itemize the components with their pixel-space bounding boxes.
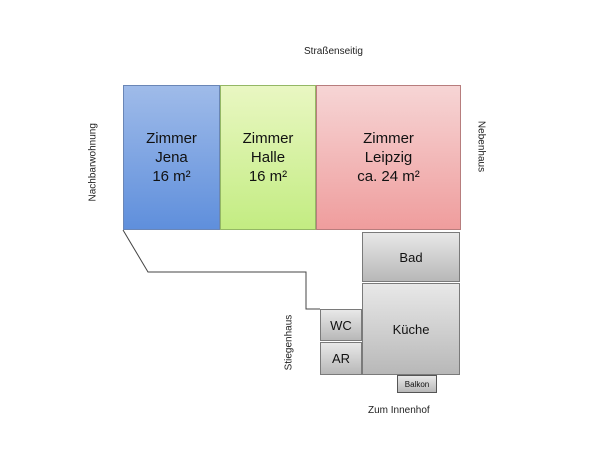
- room-halle: Zimmer Halle 16 m²: [220, 85, 316, 230]
- room-halle-area: 16 m²: [248, 168, 288, 185]
- room-jena: Zimmer Jena 16 m²: [123, 85, 220, 230]
- room-jena-line2: Jena: [155, 149, 188, 166]
- room-kitchen: Küche: [362, 283, 460, 375]
- room-halle-line1: Zimmer: [242, 130, 294, 147]
- neighbor-apartment-label: Nachbarwohnung: [87, 123, 99, 202]
- room-leipzig-line1: Zimmer: [363, 130, 414, 147]
- street-side-label: Straßenseitig: [304, 46, 363, 57]
- room-halle-line2: Halle: [250, 149, 286, 166]
- room-bathroom: Bad: [362, 232, 460, 282]
- staircase-label: Stiegenhaus: [283, 314, 295, 371]
- room-leipzig: Zimmer Leipzig ca. 24 m²: [316, 85, 461, 230]
- room-wc: WC: [320, 309, 362, 341]
- room-jena-line1: Zimmer: [146, 130, 197, 147]
- room-jena-area: 16 m²: [152, 168, 191, 185]
- neighbor-house-label: Nebenhaus: [475, 120, 487, 173]
- room-leipzig-line2: Leipzig: [364, 149, 413, 166]
- balcony: Balkon: [397, 375, 437, 393]
- room-leipzig-area: ca. 24 m²: [357, 168, 420, 185]
- room-storage: AR: [320, 342, 362, 375]
- courtyard-label: Zum Innenhof: [368, 405, 430, 416]
